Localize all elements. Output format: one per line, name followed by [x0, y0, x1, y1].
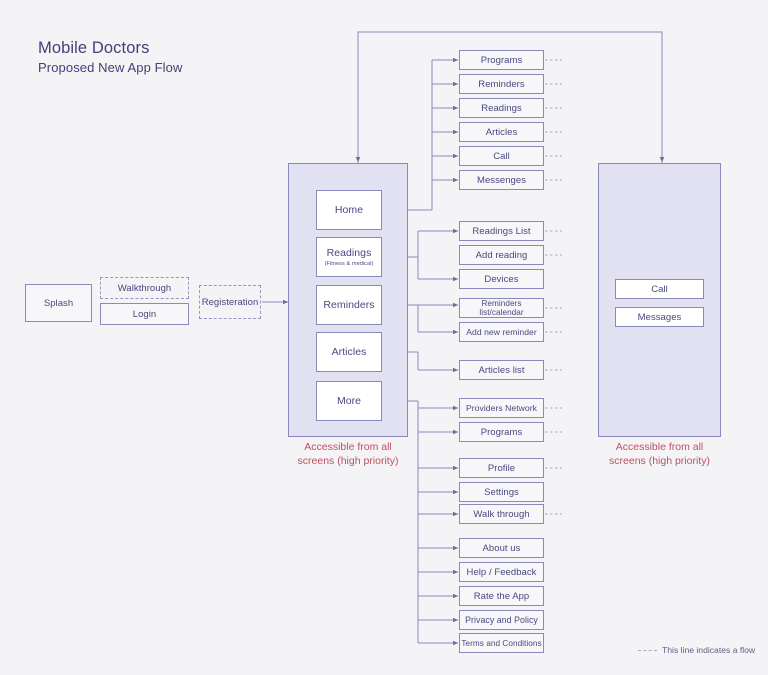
- dashed-line-icon: [638, 649, 657, 651]
- node-readings-list[interactable]: Readings List: [459, 221, 544, 241]
- caption-line-2: screens (high priority): [297, 454, 399, 467]
- node-label: Readings List: [472, 225, 531, 237]
- flow-stubs: [545, 59, 562, 515]
- node-rate-the-app[interactable]: Rate the App: [459, 586, 544, 606]
- node-label: Call: [493, 150, 510, 162]
- node-reminders-list-calendar[interactable]: Reminders list/calendar: [459, 298, 544, 318]
- node-providers-network[interactable]: Providers Network: [459, 398, 544, 418]
- node-label: Add new reminder: [466, 327, 537, 337]
- node-label: Login: [132, 308, 157, 320]
- node-label: Articles list: [478, 364, 525, 376]
- main-panel-caption: Accessible from all screens (high priori…: [288, 441, 408, 468]
- node-home-readings[interactable]: Readings: [459, 98, 544, 118]
- node-registration[interactable]: Registeration: [199, 285, 261, 319]
- node-label: Registeration: [201, 296, 259, 308]
- node-label: Devices: [484, 273, 519, 285]
- node-walkthrough[interactable]: Walkthrough: [100, 277, 189, 299]
- node-label: More: [336, 395, 362, 407]
- page-title: Mobile Doctors Proposed New App Flow: [38, 38, 182, 77]
- node-terms-and-conditions[interactable]: Terms and Conditions: [459, 633, 544, 653]
- node-label: Programs: [480, 54, 523, 66]
- node-readings[interactable]: Readings (Fitness & medical): [316, 237, 382, 277]
- node-label: Profile: [487, 462, 516, 474]
- node-articles[interactable]: Articles: [316, 332, 382, 372]
- node-home-reminders[interactable]: Reminders: [459, 74, 544, 94]
- node-add-reading[interactable]: Add reading: [459, 245, 544, 265]
- node-label: About us: [482, 542, 521, 554]
- node-walk-through[interactable]: Walk through: [459, 504, 544, 524]
- node-call-panel[interactable]: Call: [615, 279, 704, 299]
- right-accessible-panel: [598, 163, 721, 437]
- node-home-messenges[interactable]: Messenges: [459, 170, 544, 190]
- node-devices[interactable]: Devices: [459, 269, 544, 289]
- node-label: Messages: [637, 311, 682, 323]
- node-label: Walk through: [473, 508, 530, 520]
- legend: This line indicates a flow: [638, 645, 755, 655]
- node-label: Providers Network: [465, 403, 538, 413]
- caption-line-1: Accessible from all: [304, 441, 392, 453]
- node-label: Settings: [484, 486, 519, 498]
- node-splash[interactable]: Splash: [25, 284, 92, 322]
- legend-label: This line indicates a flow: [662, 645, 756, 655]
- node-label: Walkthrough: [117, 282, 172, 294]
- node-login[interactable]: Login: [100, 303, 189, 325]
- node-privacy-and-policy[interactable]: Privacy and Policy: [459, 610, 544, 630]
- diagram-title: Mobile Doctors: [38, 39, 150, 57]
- node-label: Privacy and Policy: [465, 615, 538, 625]
- node-label: Programs: [480, 426, 523, 438]
- node-home[interactable]: Home: [316, 190, 382, 230]
- node-label: Readings: [326, 247, 372, 259]
- node-label: Reminders: [323, 299, 375, 311]
- node-articles-list[interactable]: Articles list: [459, 360, 544, 380]
- caption-line-1: Accessible from all: [615, 441, 704, 453]
- node-about-us[interactable]: About us: [459, 538, 544, 558]
- node-profile[interactable]: Profile: [459, 458, 544, 478]
- diagram-subtitle: Proposed New App Flow: [38, 60, 183, 75]
- node-label: Reminders list/calendar: [479, 299, 524, 317]
- node-more[interactable]: More: [316, 381, 382, 421]
- node-settings[interactable]: Settings: [459, 482, 544, 502]
- node-home-call[interactable]: Call: [459, 146, 544, 166]
- node-home-programs[interactable]: Programs: [459, 50, 544, 70]
- caption-line-2: screens (high priority): [609, 454, 710, 467]
- node-label: Rate the App: [473, 590, 530, 602]
- node-reminders[interactable]: Reminders: [316, 285, 382, 325]
- node-label: Help / Feedback: [466, 566, 537, 578]
- node-label: Articles: [331, 346, 367, 358]
- node-label: Readings: [481, 102, 522, 114]
- node-home-articles[interactable]: Articles: [459, 122, 544, 142]
- node-sublabel: (Fitness & medical): [324, 261, 374, 267]
- right-panel-caption: Accessible from all screens (high priori…: [598, 441, 721, 468]
- node-label: Terms and Conditions: [461, 638, 542, 648]
- node-label: Articles: [485, 126, 518, 138]
- node-label: Messenges: [476, 174, 527, 186]
- node-messages-panel[interactable]: Messages: [615, 307, 704, 327]
- node-label: Home: [334, 204, 364, 216]
- node-label: Splash: [43, 297, 74, 309]
- node-label: Reminders: [478, 78, 525, 90]
- node-label: Call: [651, 283, 668, 295]
- node-label: Add reading: [475, 249, 528, 261]
- node-add-new-reminder[interactable]: Add new reminder: [459, 322, 544, 342]
- node-help-feedback[interactable]: Help / Feedback: [459, 562, 544, 582]
- node-more-programs[interactable]: Programs: [459, 422, 544, 442]
